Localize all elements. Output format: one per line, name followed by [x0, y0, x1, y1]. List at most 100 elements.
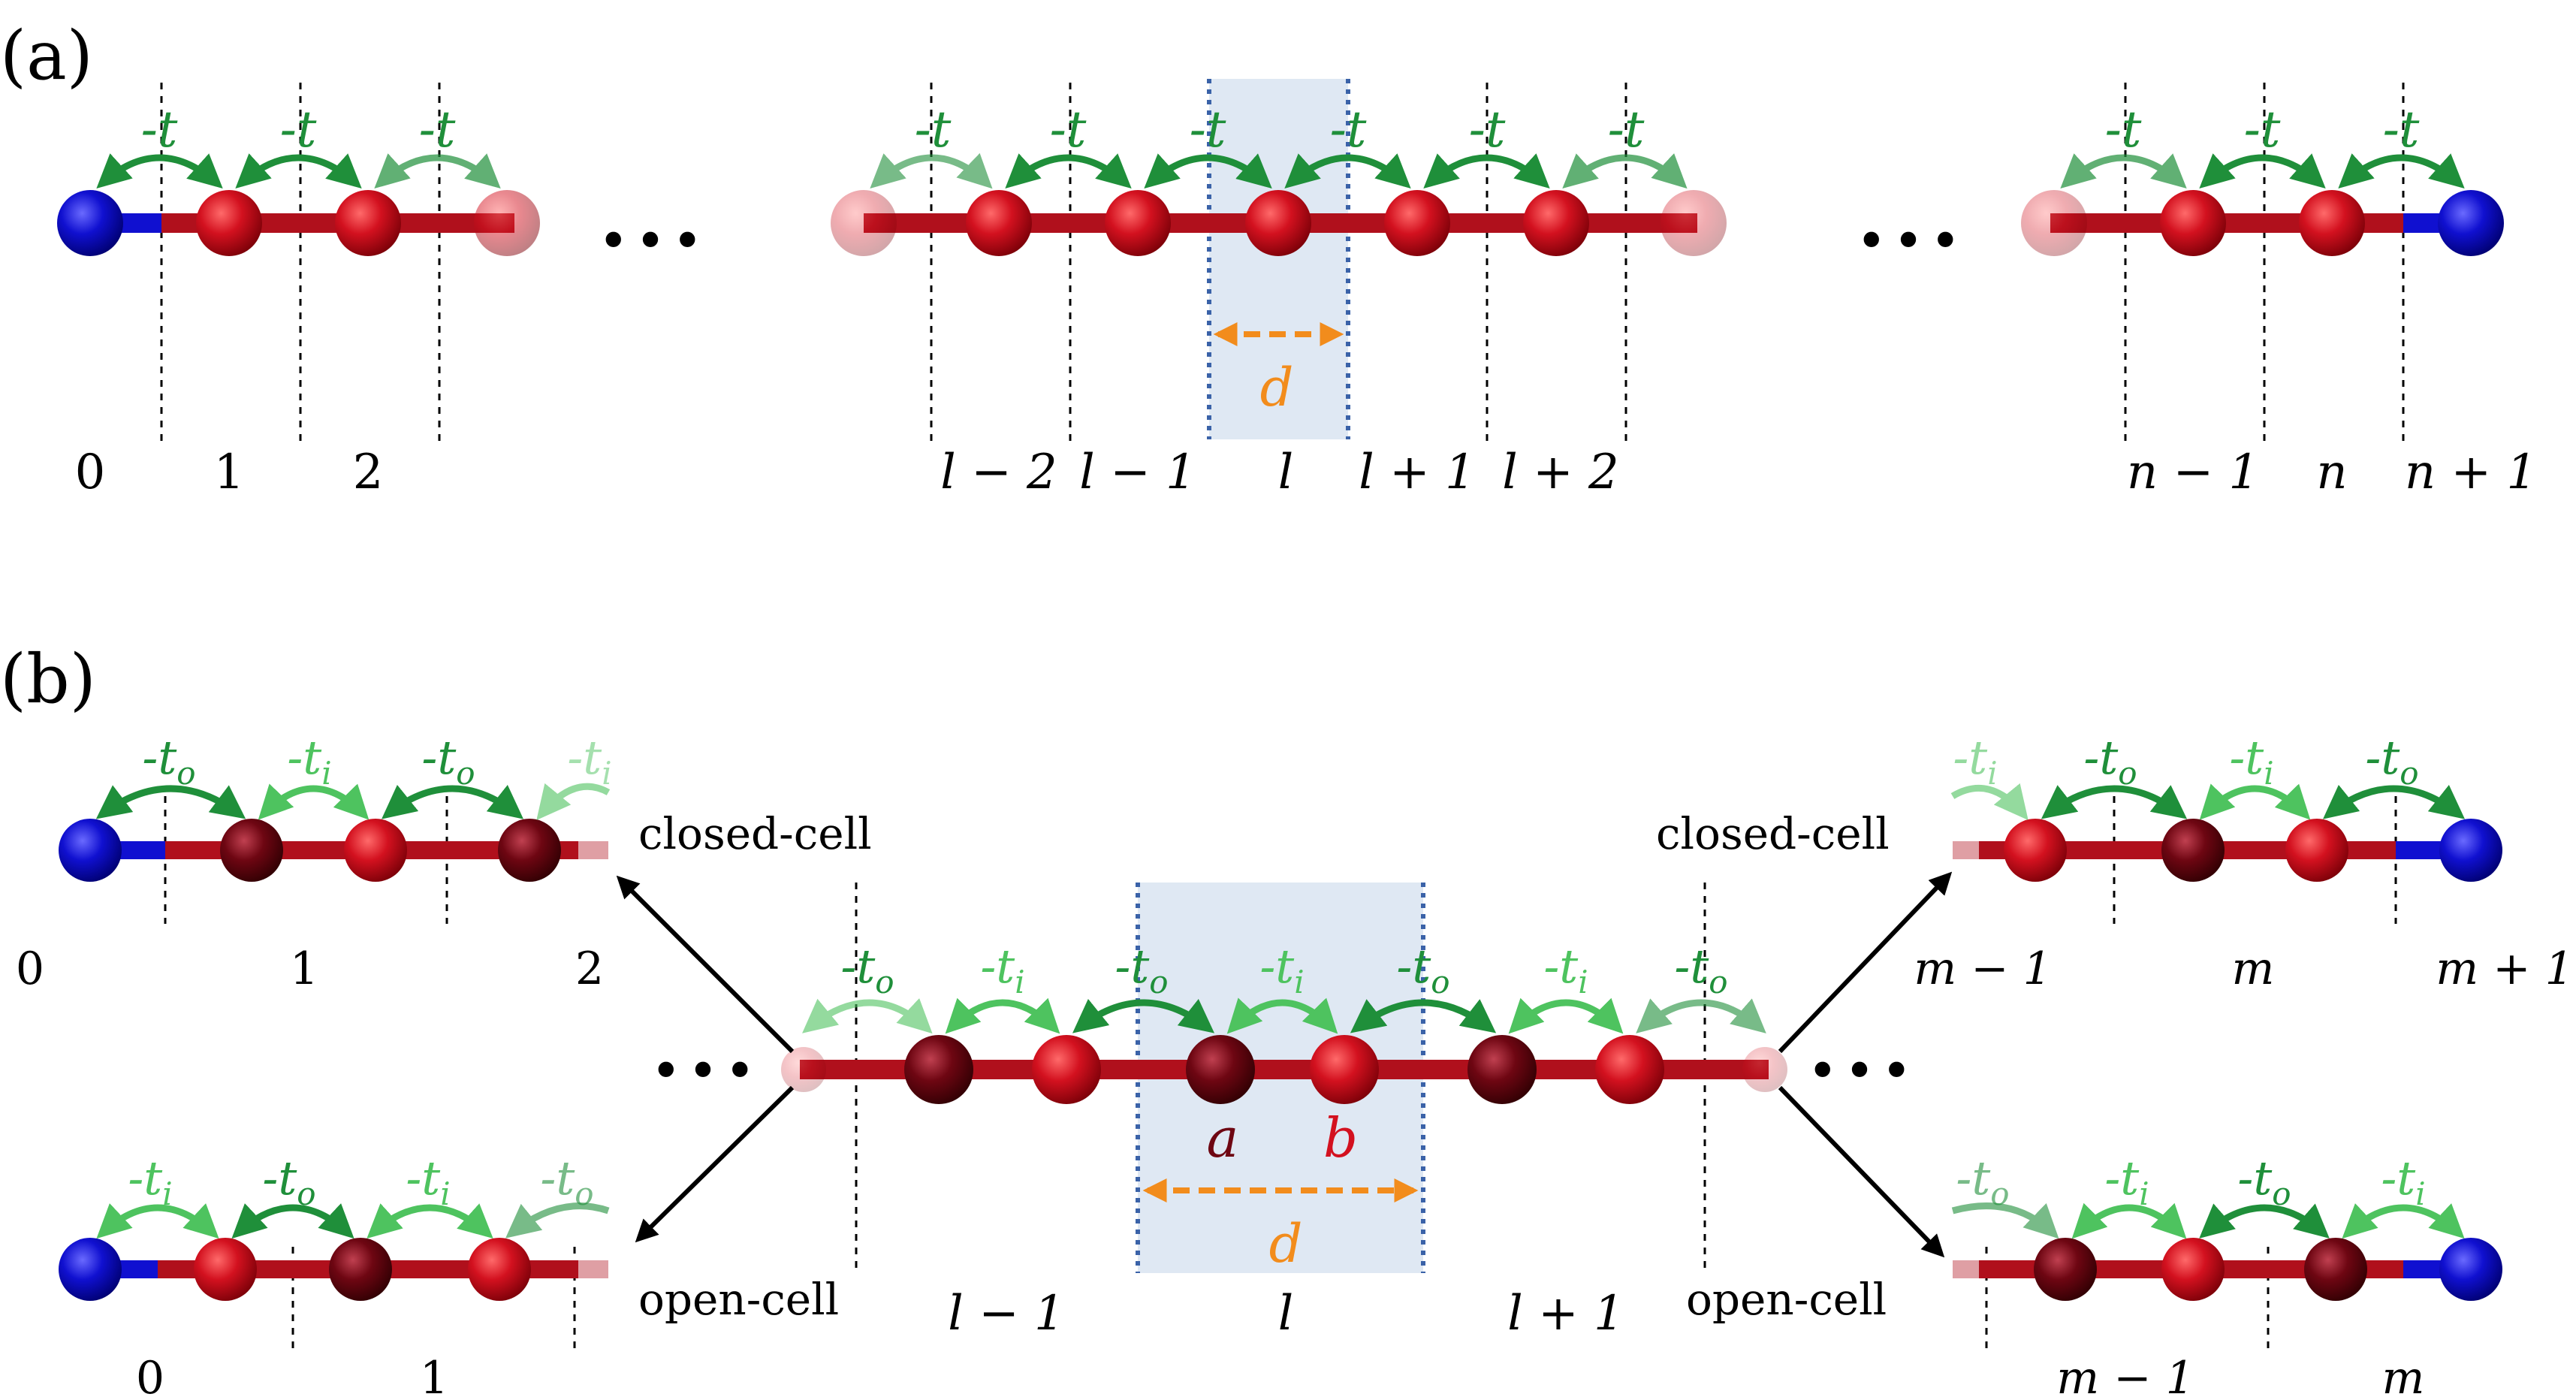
site-separators-a — [160, 83, 2405, 443]
svg-text:0: 0 — [75, 445, 106, 500]
atoms-a — [57, 190, 2504, 256]
svg-text:m − 1: m − 1 — [2056, 1352, 2194, 1397]
site-labels-b-top-left: 0 1 2 — [16, 943, 604, 995]
svg-text:-ti: -ti — [2229, 730, 2273, 792]
ellipsis: ••• — [1856, 210, 1967, 272]
edge-atom — [59, 819, 122, 882]
site-labels-b-bottom-left: 0 1 — [136, 1352, 448, 1397]
svg-text:2: 2 — [353, 445, 384, 500]
svg-text:l − 1: l − 1 — [1079, 445, 1196, 500]
svg-text:-to: -to — [1956, 1151, 2009, 1212]
svg-text:-to: -to — [262, 1151, 315, 1212]
svg-text:-t: -t — [1469, 101, 1506, 158]
svg-text:-t: -t — [1190, 101, 1226, 158]
svg-text:-t: -t — [2244, 101, 2281, 158]
svg-text:n − 1: n − 1 — [2127, 445, 2259, 500]
cell-type-labels: closed-cell open-cell closed-cell open-c… — [638, 808, 1890, 1325]
panel-b-label: (b) — [0, 640, 96, 719]
svg-text:m + 1: m + 1 — [2436, 943, 2574, 995]
svg-text:closed-cell: closed-cell — [638, 808, 872, 859]
spacing-label: d — [1269, 1213, 1303, 1275]
svg-text:l + 1: l + 1 — [1507, 1286, 1624, 1341]
ellipsis: ••• — [1807, 1040, 1918, 1102]
hopping-arcs-a — [96, 152, 2465, 189]
svg-text:-t: -t — [141, 101, 178, 158]
edge-atom — [2438, 190, 2504, 256]
svg-text:-to: -to — [1115, 939, 1168, 1000]
svg-text:m: m — [2232, 943, 2275, 995]
svg-text:-t: -t — [419, 101, 456, 158]
svg-text:-t: -t — [1608, 101, 1645, 158]
svg-text:l: l — [1278, 445, 1293, 500]
svg-text:m − 1: m − 1 — [1914, 943, 2052, 995]
svg-text:-ti: -ti — [2381, 1151, 2425, 1212]
svg-text:-to: -to — [142, 730, 195, 792]
svg-text:-t: -t — [2105, 101, 2142, 158]
unit-cell-a — [1209, 79, 1348, 439]
svg-text:-ti: -ti — [128, 1151, 172, 1212]
chain-b-top-right — [1945, 819, 2502, 882]
svg-text:n: n — [2316, 445, 2347, 500]
svg-text:-ti: -ti — [406, 1151, 450, 1212]
atom-b — [1310, 1035, 1379, 1104]
hopping-labels-b-middle: -to -ti -to -ti -to -ti -to — [840, 939, 1727, 1000]
svg-text:-t: -t — [915, 101, 952, 158]
chain-b-bottom-left — [59, 1238, 616, 1301]
hopping-labels-b-bottom-left: -ti -to -ti -to — [128, 1151, 593, 1212]
site-a-label: a — [1207, 1106, 1239, 1169]
hopping-arcs-b-bottom-left — [96, 1202, 610, 1239]
svg-text:0: 0 — [16, 943, 44, 995]
svg-text:-to: -to — [540, 1151, 593, 1212]
svg-text:-t: -t — [280, 101, 317, 158]
spacing-label: d — [1260, 357, 1294, 418]
hopping-labels-b-top-right: -ti -to -ti -to — [1953, 730, 2418, 792]
ellipsis: ••• — [598, 210, 709, 272]
site-labels-b-top-right: m − 1 m m + 1 — [1914, 943, 2574, 995]
svg-text:l + 1: l + 1 — [1359, 445, 1476, 500]
hopping-arcs-b-bottom-right — [1951, 1202, 2465, 1239]
ellipsis: ••• — [650, 1040, 762, 1102]
hopping-arcs-b-top-right — [1950, 783, 2466, 820]
svg-text:-to: -to — [2083, 730, 2137, 792]
chain-b-top-left — [59, 819, 616, 882]
hopping-arcs-b-middle — [802, 997, 1766, 1034]
svg-text:l + 2: l + 2 — [1502, 445, 1619, 500]
svg-text:-to: -to — [2237, 1151, 2291, 1212]
hopping-labels-a: -t -t -t -t -t -t -t -t -t -t -t -t — [141, 101, 2420, 158]
svg-text:1: 1 — [420, 1352, 448, 1397]
svg-text:-ti: -ti — [2104, 1151, 2149, 1212]
hopping-arcs-b-top-left — [95, 783, 611, 820]
svg-text:-ti: -ti — [1953, 730, 1997, 792]
svg-text:-to: -to — [1674, 939, 1727, 1000]
svg-text:-ti: -ti — [287, 730, 331, 792]
svg-text:closed-cell: closed-cell — [1656, 808, 1890, 859]
site-labels-b-middle: l − 1 l l + 1 — [948, 1286, 1624, 1341]
hopping-labels-b-top-left: -to -ti -to -ti — [142, 730, 611, 792]
svg-text:-ti: -ti — [567, 730, 611, 792]
svg-text:l: l — [1278, 1286, 1293, 1341]
svg-text:-to: -to — [840, 939, 894, 1000]
site-b-label: b — [1323, 1106, 1358, 1169]
svg-text:1: 1 — [214, 445, 245, 500]
svg-text:-ti: -ti — [1259, 939, 1304, 1000]
svg-text:open-cell: open-cell — [1686, 1274, 1887, 1325]
edge-atom — [57, 190, 123, 256]
svg-text:1: 1 — [290, 943, 318, 995]
svg-text:-to: -to — [2365, 730, 2418, 792]
site-labels-b-bottom-right: m − 1 m — [2056, 1352, 2424, 1397]
svg-text:-t: -t — [2383, 101, 2420, 158]
svg-text:l − 2: l − 2 — [940, 445, 1057, 500]
svg-text:-t: -t — [1050, 101, 1087, 158]
edge-atom — [59, 1238, 122, 1301]
site-labels-a: 0 1 2 l − 2 l − 1 l l + 1 l + 2 n − 1 n … — [75, 445, 2537, 500]
edge-atom — [2439, 1238, 2502, 1301]
chain-b-middle — [781, 1035, 1787, 1104]
svg-text:n + 1: n + 1 — [2405, 445, 2537, 500]
svg-text:m: m — [2382, 1352, 2425, 1397]
hopping-labels-b-bottom-right: -to -ti -to -ti — [1956, 1151, 2425, 1212]
branch-arrows — [616, 871, 1953, 1258]
panel-a-label: (a) — [0, 17, 93, 95]
svg-text:l − 1: l − 1 — [948, 1286, 1065, 1341]
svg-text:-t: -t — [1330, 101, 1367, 158]
edge-atom — [2439, 819, 2502, 882]
